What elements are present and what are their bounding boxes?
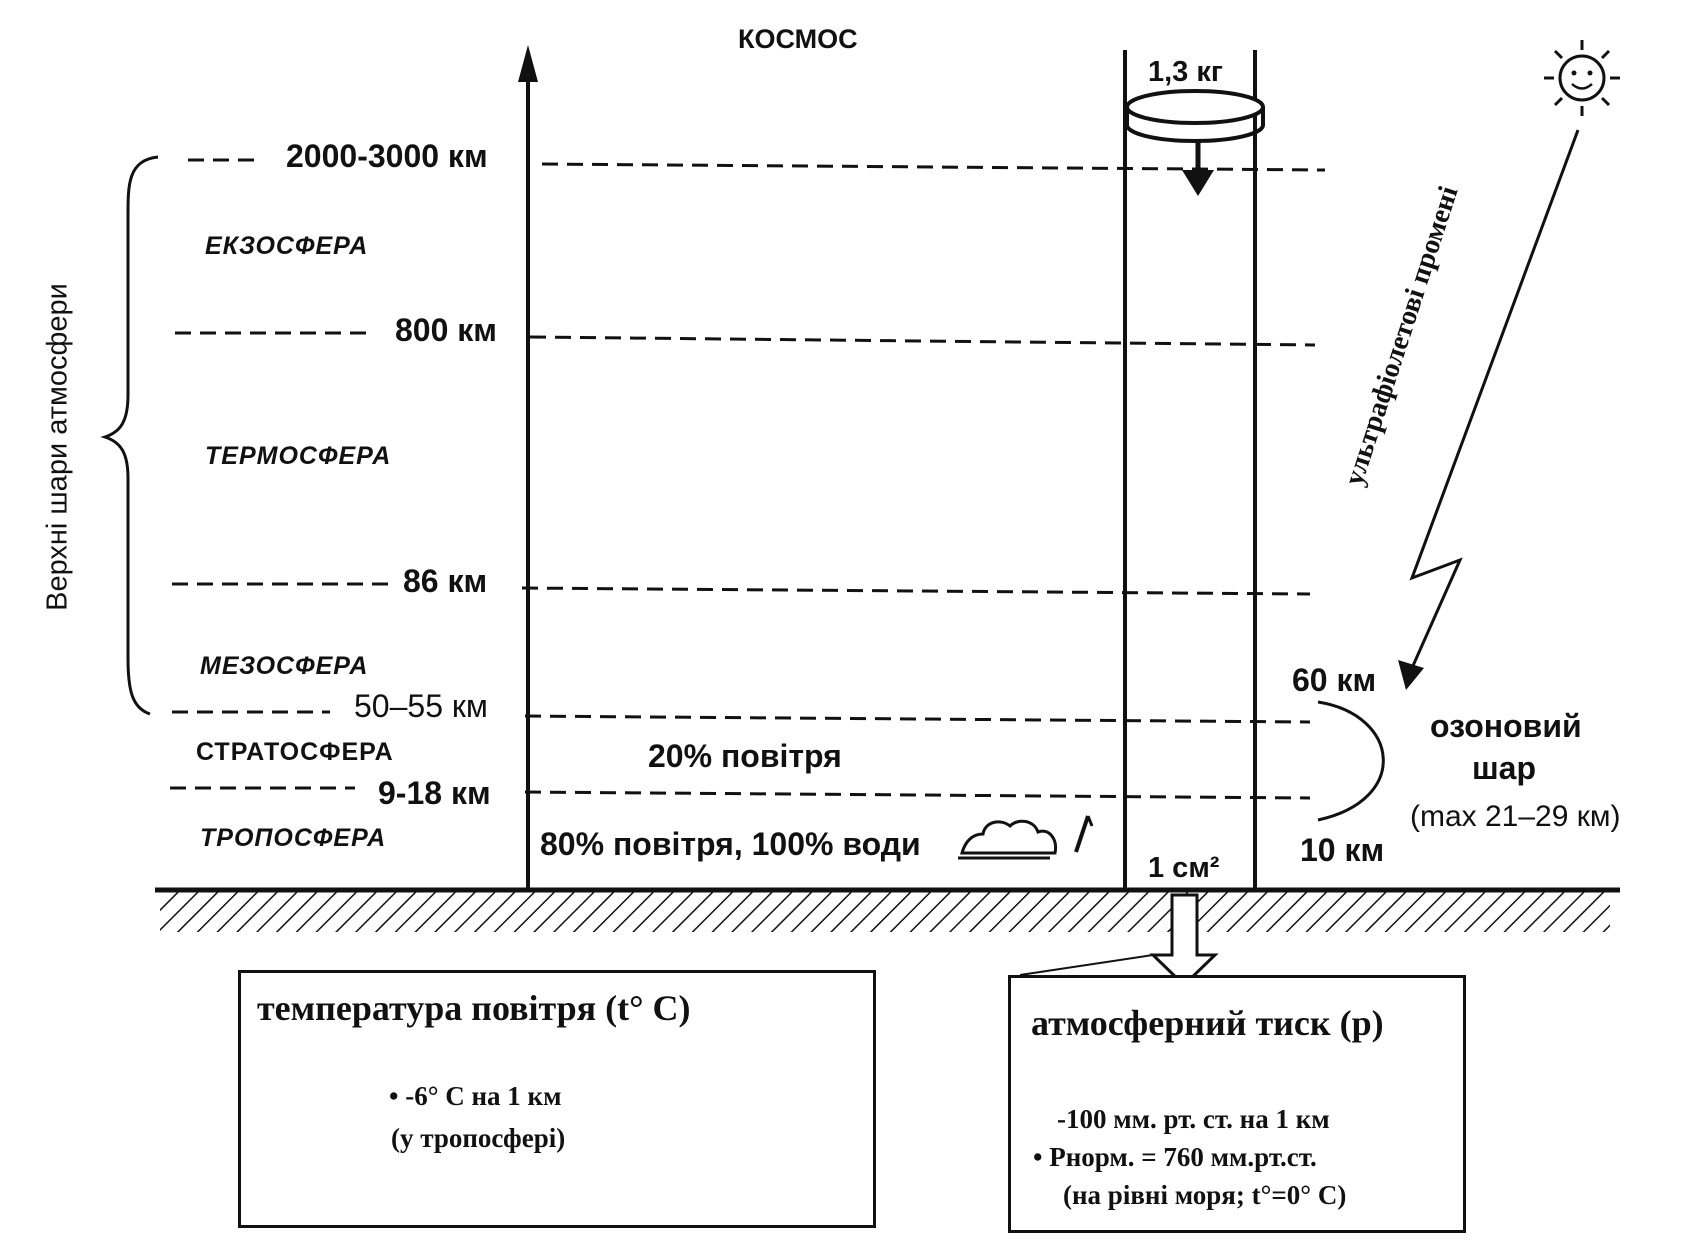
layer-mesosphere: МЕЗОСФЕРА [200,652,369,680]
pressure-rate: -100 мм. рт. ст. на 1 км [1057,1104,1330,1134]
ozone-top-altitude: 60 км [1292,662,1377,698]
layer-thermosphere: ТЕРМОСФЕРА [205,442,392,470]
weight-icon [1125,89,1265,196]
pressure-arrow [1149,893,1219,988]
ozone-bottom-altitude: 10 км [1300,832,1385,868]
space-label: КОСМОС [738,24,858,54]
temperature-box-title: температура повітря (t° C) [257,988,691,1028]
pressure-conditions: (на рівні моря; t°=0° С) [1063,1180,1347,1210]
pressure-normal: • Рнорм. = 760 мм.рт.ст. [1033,1142,1317,1172]
column-weight-label: 1,3 кг [1148,56,1223,88]
upper-layers-brace [100,155,159,716]
layer-troposphere: ТРОПОСФЕРА [200,824,387,852]
altitude-thermosphere-top: 800 км [395,312,497,348]
ground [155,887,1620,932]
layer-stratosphere: СТРАТОСФЕРА [196,738,394,766]
sun-icon [1544,40,1620,116]
layer-exosphere: ЕКЗОСФЕРА [205,232,369,260]
precipitation-icon [1074,815,1094,853]
ozone-label-line1: озоновий [1430,708,1582,744]
ozone-bracket [1317,700,1385,822]
altitude-exosphere-top: 2000-3000 км [286,138,488,174]
temperature-box: температура повітря (t° C) • -6° С на 1 … [238,970,876,1228]
boundary-lines [170,158,1326,800]
uv-ray-arrow [1398,129,1580,690]
temperature-rate: • -6° С на 1 км [389,1081,562,1111]
stratosphere-air-share: 20% повітря [648,738,842,774]
temperature-note: (у тропосфері) [391,1123,566,1153]
altitude-axis [518,45,538,890]
box-connectors [1019,954,1154,976]
ozone-label-line2: шар [1472,750,1537,786]
altitude-troposphere-top: 9-18 км [378,775,491,811]
ozone-max-range: (max 21–29 км) [1410,800,1621,833]
column-area-label: 1 см² [1148,852,1220,884]
air-column [1123,50,1257,890]
pressure-box-title: атмосферний тиск (р) [1031,1003,1384,1043]
troposphere-air-share: 80% повітря, 100% води [540,826,921,862]
altitude-mesosphere-top: 86 км [403,563,488,599]
pressure-box: атмосферний тиск (р) -100 мм. рт. ст. на… [1008,975,1466,1233]
upper-layers-label: Верхні шари атмосфери [41,283,74,611]
cloud-icon [958,819,1058,860]
altitude-stratosphere-top: 50–55 км [354,688,488,724]
